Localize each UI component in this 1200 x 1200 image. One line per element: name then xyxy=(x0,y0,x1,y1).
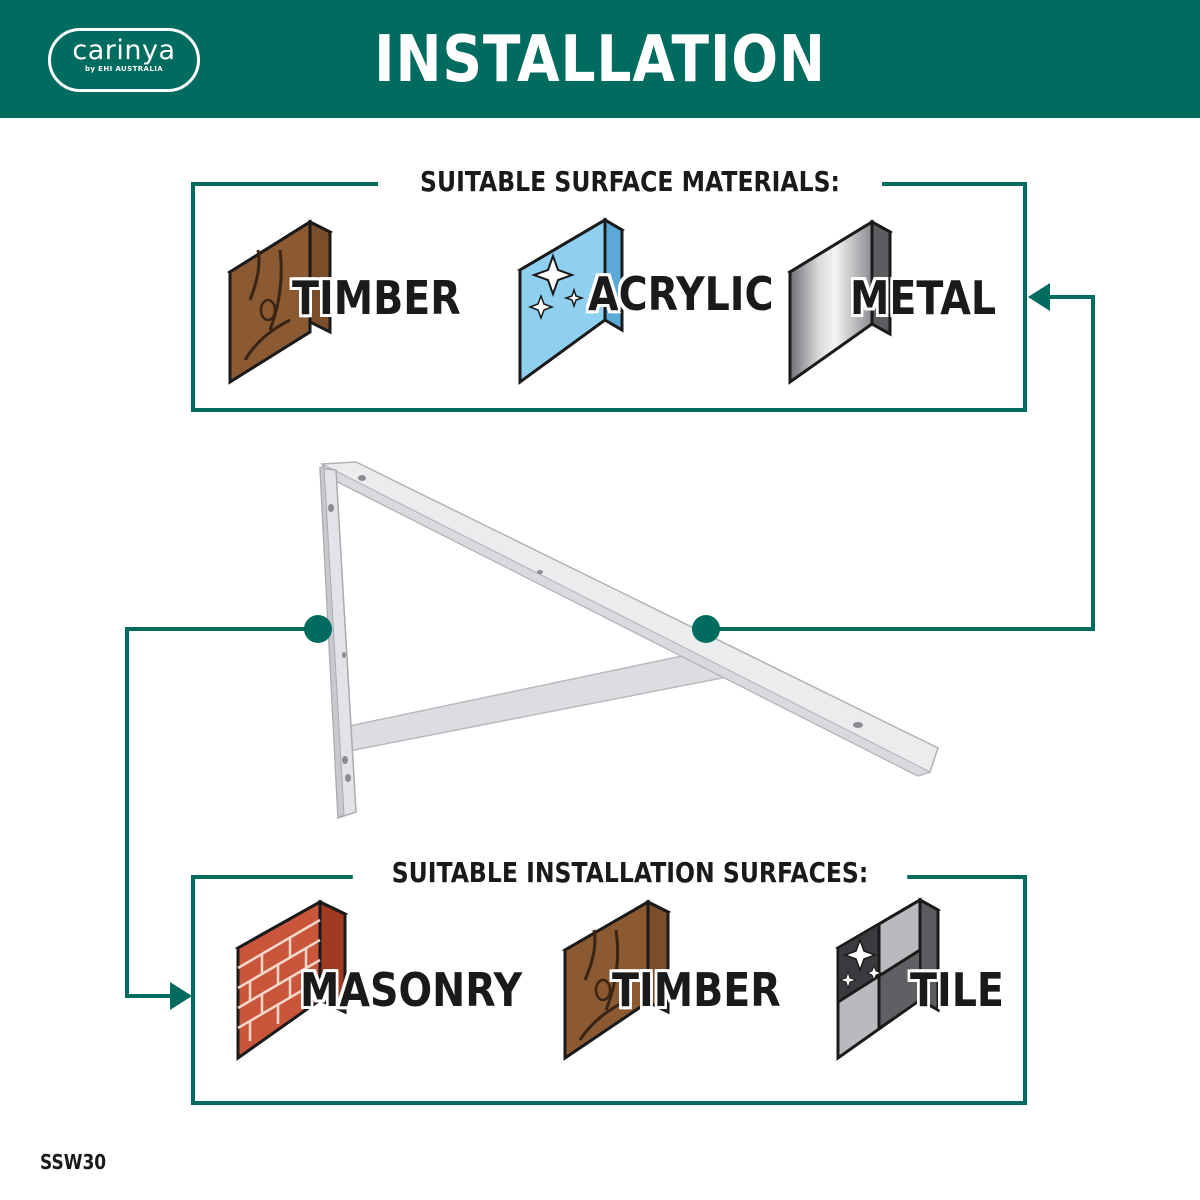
header-bar: carinya by EHI AUSTRALIA INSTALLATION xyxy=(0,0,1200,118)
material-label-acrylic: ACRYLIC xyxy=(588,267,774,321)
product-code: SSW30 xyxy=(40,1150,107,1174)
timber-board-icon xyxy=(226,219,334,385)
timber-board-icon xyxy=(561,899,672,1061)
shelf-bracket-image xyxy=(319,461,939,820)
logo-name: carinya xyxy=(72,35,176,66)
connector-dot-right xyxy=(692,615,720,643)
surfaces-heading: SUITABLE INSTALLATION SURFACES: xyxy=(352,853,908,893)
arrow-right-icon xyxy=(170,982,192,1010)
material-label-timber: TIMBER xyxy=(292,271,461,325)
brand-logo: carinya by EHI AUSTRALIA xyxy=(48,28,200,92)
page-title: INSTALLATION xyxy=(374,23,826,97)
connector-dot-left xyxy=(304,615,332,643)
surface-label-masonry: MASONRY xyxy=(300,963,523,1017)
arrow-left-icon xyxy=(1028,283,1050,311)
connector-to-materials xyxy=(708,283,1095,631)
connector-to-surfaces xyxy=(125,627,318,1010)
brick-wall-icon xyxy=(234,899,349,1061)
metal-panel-icon xyxy=(787,219,893,385)
acrylic-panel-icon xyxy=(517,217,625,385)
material-label-metal: METAL xyxy=(850,271,997,325)
surface-label-timber: TIMBER xyxy=(612,963,781,1017)
logo-tagline: by EHI AUSTRALIA xyxy=(84,65,164,73)
materials-heading: SUITABLE SURFACE MATERIALS: xyxy=(378,162,882,202)
surface-label-tile: TILE xyxy=(910,963,1004,1017)
tile-panel-icon xyxy=(834,897,942,1061)
